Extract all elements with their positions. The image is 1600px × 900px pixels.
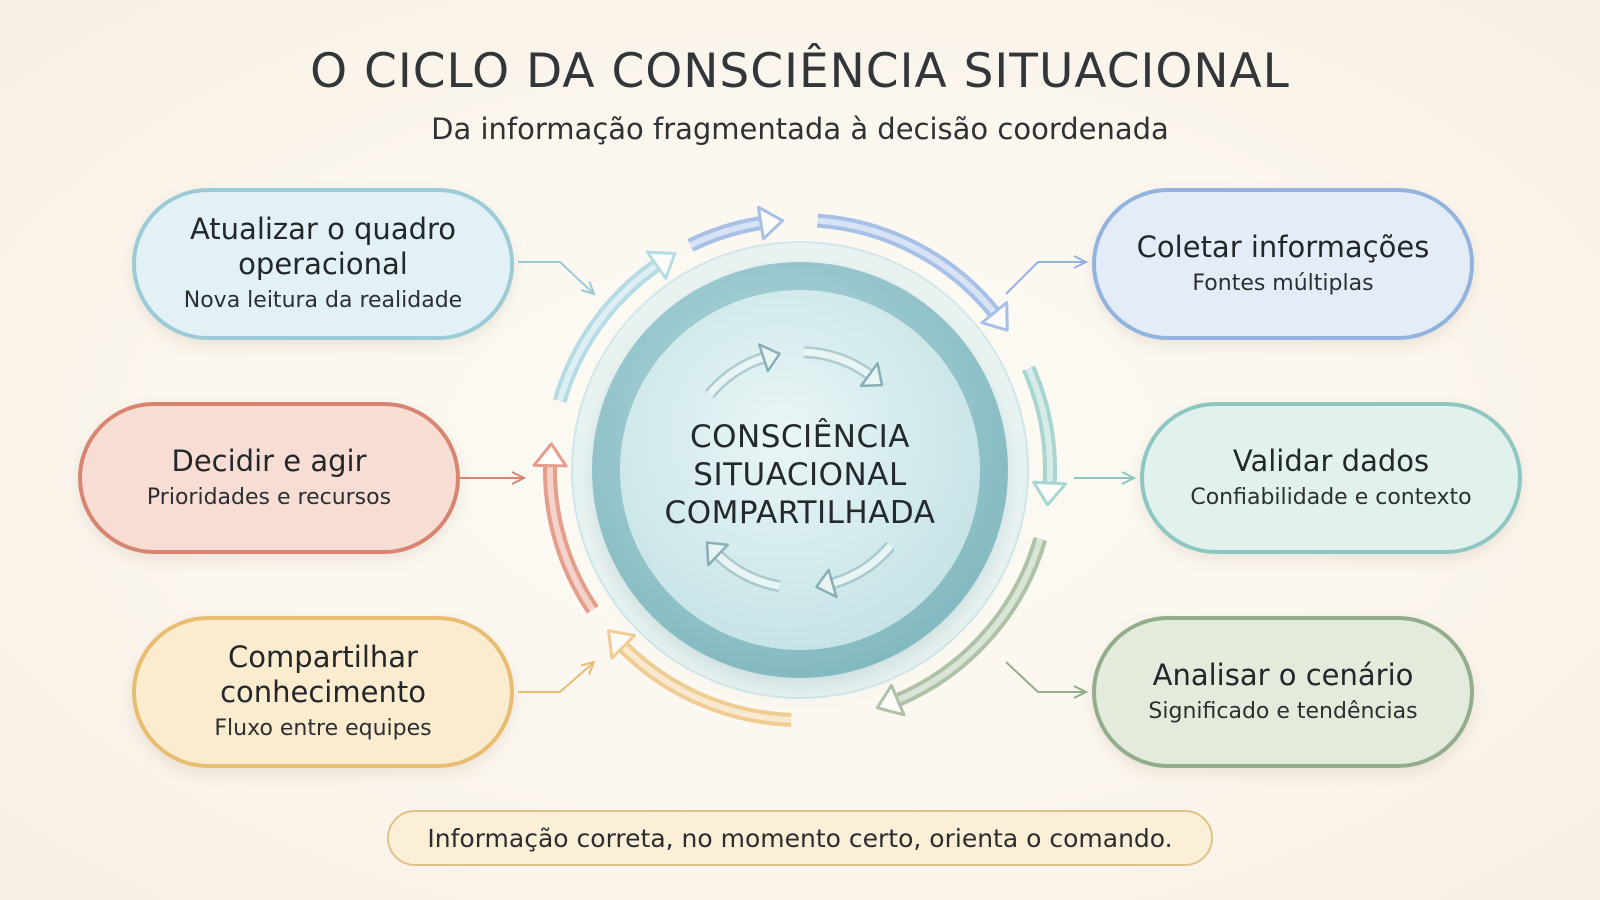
arc-atualizar — [552, 250, 677, 404]
page-subtitle: Da informação fragmentada à decisão coor… — [431, 112, 1169, 146]
arc-top-link — [687, 205, 785, 252]
connector-compartilhar — [518, 660, 596, 693]
step-decidir-e-agir: Decidir e agir Prioridades e recursos — [78, 402, 460, 554]
connector-decidir — [460, 471, 527, 485]
step-validar-dados: Validar dados Confiabilidade e contexto — [1140, 402, 1522, 554]
page-title: O CICLO DA CONSCIÊNCIA SITUACIONAL — [310, 44, 1290, 99]
inner-arrow-4 — [705, 541, 781, 593]
inner-arrow-1 — [705, 343, 781, 399]
step-title: Decidir e agir — [171, 443, 367, 478]
step-atualizar-quadro-operacional: Atualizar o quadro operacional Nova leit… — [132, 188, 514, 340]
arc-analisar — [875, 536, 1048, 717]
connector-atualizar — [518, 261, 596, 296]
step-compartilhar-conhecimento: Compartilhar conhecimento Fluxo entre eq… — [132, 616, 514, 768]
step-subtitle: Nova leitura da realidade — [183, 288, 463, 313]
inner-arrow-3 — [815, 541, 895, 599]
step-subtitle: Significado e tendências — [1148, 698, 1418, 724]
footer-banner: Informação correta, no momento certo, or… — [387, 810, 1213, 866]
arc-coletar — [816, 213, 1009, 332]
step-title: Analisar o cenário — [1152, 657, 1414, 692]
step-title: Validar dados — [1232, 443, 1430, 478]
step-subtitle: Confiabilidade e contexto — [1190, 484, 1472, 510]
step-analisar-cenario: Analisar o cenário Significado e tendênc… — [1092, 616, 1474, 768]
connector-coletar — [1005, 255, 1089, 295]
inner-cycle-arrows — [705, 343, 895, 599]
step-title: Atualizar o quadro operacional — [189, 212, 457, 281]
step-title: Compartilhar conhecimento — [220, 640, 426, 709]
connector-analisar — [1005, 661, 1089, 699]
arc-compartilhar — [606, 629, 792, 727]
inner-arrow-2 — [803, 346, 884, 388]
step-subtitle: Fluxo entre equipes — [214, 716, 432, 741]
arc-validar — [1021, 365, 1068, 507]
step-subtitle: Fontes múltiplas — [1192, 270, 1374, 296]
connector-validar — [1074, 471, 1137, 485]
arc-decidir — [532, 442, 599, 614]
step-subtitle: Prioridades e recursos — [146, 484, 392, 510]
step-coletar-informacoes: Coletar informações Fontes múltiplas — [1092, 188, 1474, 340]
connectors — [460, 255, 1137, 699]
cycle-arcs — [532, 205, 1068, 727]
center-label: CONSCIÊNCIA SITUACIONAL COMPARTILHADA — [664, 419, 936, 531]
step-title: Coletar informações — [1136, 229, 1430, 264]
footer-text: Informação correta, no momento certo, or… — [427, 823, 1173, 853]
